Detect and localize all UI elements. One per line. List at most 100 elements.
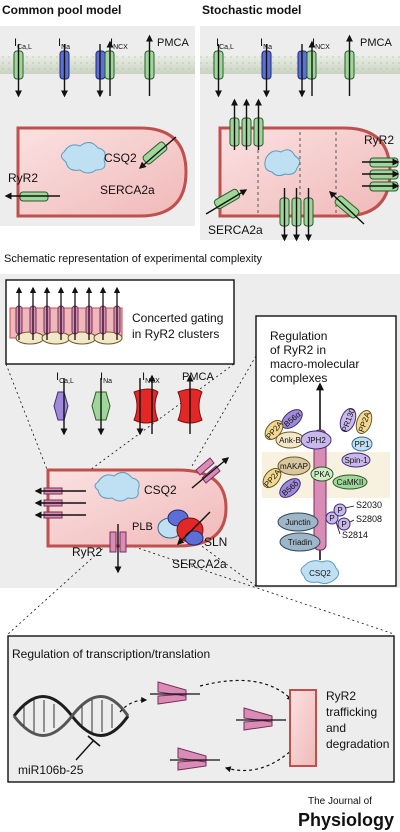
inhibition-line: [75, 739, 95, 761]
svg-text:mAKAP: mAKAP: [280, 462, 308, 471]
svg-text:P: P: [337, 506, 342, 515]
mirna-label: miR106b-25: [18, 763, 84, 777]
svg-text:P: P: [329, 514, 334, 523]
ryr2-label: RyR2: [364, 133, 394, 147]
svg-text:PP1: PP1: [354, 440, 370, 449]
current-label-pmca: PMCA: [182, 371, 214, 383]
ncx-exchanger: [297, 40, 317, 98]
svg-text:CSQ2: CSQ2: [309, 569, 331, 578]
csq2-cloud: [60, 142, 106, 174]
ncx-exchanger: [95, 40, 115, 98]
phospho-sites: P P P S2030 S2808 S2814: [325, 500, 382, 540]
journal-logo: The Journal of Physiology: [298, 796, 394, 830]
ryr2-right: [191, 457, 230, 489]
svg-text:Spin-1: Spin-1: [344, 456, 368, 465]
regulation-text-line4: complexes: [270, 371, 327, 385]
regulation-text-line2: of RyR2 in: [270, 343, 326, 357]
protein-jph2: JPH2: [300, 430, 332, 450]
zoom-connector: [5, 363, 49, 473]
gating-box: Concerted gating in RyR2 clusters: [5, 279, 235, 365]
protein-pp1: PP1: [351, 436, 373, 452]
ryr2-cluster-right: [362, 157, 400, 192]
current-label-pmca: PMCA: [157, 37, 189, 49]
protein-makap: mAKAP: [277, 456, 311, 476]
ryr2-protein-2: [236, 707, 286, 731]
gating-text-line1: Concerted gating: [132, 311, 223, 325]
traffic-line4: degradation: [326, 737, 389, 751]
current-label-ina: INa: [58, 37, 70, 51]
ryr2-bottom: [109, 524, 127, 574]
zoom-connector: [191, 355, 257, 467]
sr-compartment: [16, 126, 188, 218]
pmca-pump: [177, 374, 203, 434]
sln-label: SLN: [204, 535, 227, 549]
csq2-cloud: [264, 149, 301, 177]
serca-pump-left: [205, 188, 248, 215]
journal-line2: Physiology: [298, 810, 394, 830]
protein-triadin: Triadin: [279, 532, 321, 552]
pmca-pump: [144, 34, 155, 96]
current-label-ina: INa: [100, 371, 112, 385]
journal-line1: The Journal of: [308, 796, 372, 807]
panel-title: Common pool model: [2, 3, 121, 17]
protein-pp2a: PP2A: [355, 409, 372, 435]
ryr2-cluster-top: [229, 98, 264, 150]
protein-pr130: PR130: [339, 407, 357, 433]
traffic-line1: RyR2: [326, 689, 356, 703]
ltype-channel: [13, 44, 24, 98]
current-label-ical: ICa,L: [14, 37, 32, 51]
zoom-connector: [179, 529, 257, 587]
svg-text:P: P: [341, 520, 346, 529]
ryr2-protein-3: [170, 747, 220, 771]
degradation-arrow: [224, 747, 295, 773]
serca-label: SERCA2a: [208, 223, 263, 237]
na-channel: [91, 378, 111, 436]
ryr2-left-cluster: [34, 487, 86, 519]
serca-label: SERCA2a: [100, 183, 155, 197]
serca-label: SERCA2a: [172, 557, 227, 571]
ryr2-label: RyR2: [8, 171, 38, 185]
ryr2-cluster-bottom: [279, 188, 314, 242]
svg-text:CaMKII: CaMKII: [337, 478, 364, 487]
ryr2-protein-1: [150, 681, 200, 705]
csq2-label: CSQ2: [104, 151, 137, 165]
na-channel: [59, 44, 70, 98]
svg-text:Ank-B: Ank-B: [279, 436, 301, 445]
panel-title: Stochastic model: [202, 3, 301, 17]
current-label-ical: ICa,L: [56, 371, 74, 385]
current-label-ical: ICa,L: [216, 37, 234, 51]
ryr2-cluster: [15, 286, 123, 345]
ltype-channel: [53, 378, 69, 436]
traffic-line3: and: [326, 721, 346, 735]
svg-text:JPH2: JPH2: [306, 436, 326, 445]
ryr2-label: RyR2: [72, 545, 102, 559]
serca-pump: [138, 136, 177, 169]
plb-label: PLB: [132, 521, 153, 533]
gating-text-line2: in RyR2 clusters: [132, 327, 219, 341]
svg-text:Junctin: Junctin: [285, 518, 310, 527]
protein-csq2: CSQ2: [300, 560, 340, 585]
csq2-label: CSQ2: [144, 483, 177, 497]
pmca-pump: [344, 34, 355, 96]
svg-text:PKA: PKA: [314, 470, 331, 479]
svg-text:Triadin: Triadin: [288, 538, 312, 547]
regulation-box: Regulation of RyR2 in macro-molecular co…: [255, 315, 397, 587]
trafficking-arrow: [199, 679, 293, 701]
protein-pka: PKA: [310, 466, 334, 482]
regulation-text-line1: Regulation: [270, 329, 327, 343]
regulation-text-line3: macro-molecular: [270, 357, 359, 371]
target-membrane: [289, 689, 317, 767]
ltype-channel: [213, 44, 224, 98]
current-label-pmca: PMCA: [360, 37, 392, 49]
complexity-heading: Schematic representation of experimental…: [4, 253, 263, 265]
site-s2814: S2814: [342, 530, 368, 540]
stochastic-panel: Stochastic model ICa,L INa INCX PMCA: [200, 3, 400, 242]
zoom-connector: [119, 541, 395, 635]
common-pool-panel: Common pool model ICa,L INa INCX PMCA CS…: [0, 3, 195, 226]
protein-ankb: Ank-B: [275, 431, 305, 449]
current-label-ina: INa: [260, 37, 272, 51]
dna-helix-icon: [12, 695, 130, 737]
serca-pump-right: [328, 191, 365, 225]
